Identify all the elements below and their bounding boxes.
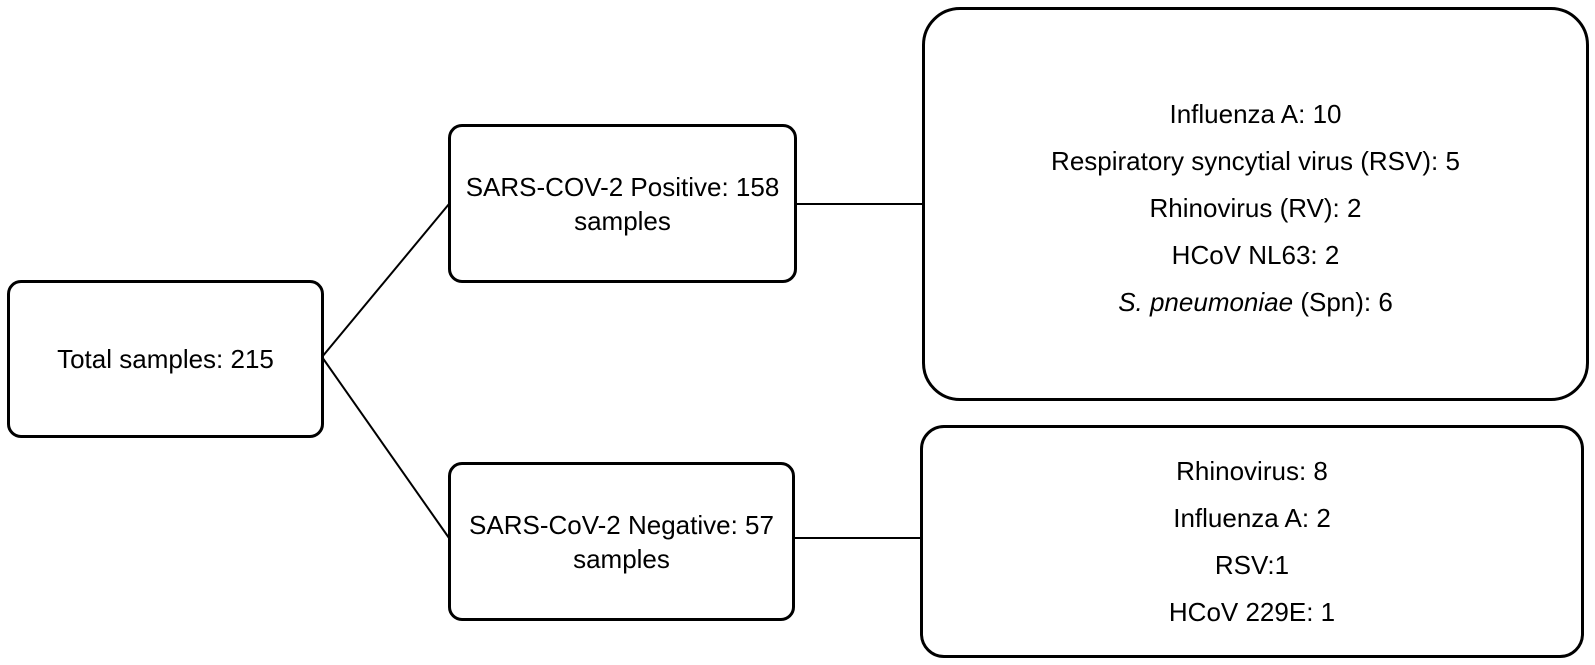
negative-coinfections-box: Rhinovirus: 8 Influenza A: 2 RSV:1 HCoV … (920, 425, 1584, 658)
spn-species-name: S. pneumoniae (1118, 286, 1294, 317)
negative-label-line1: SARS-CoV-2 Negative: 57 (469, 509, 774, 540)
negative-coinfection-item: Rhinovirus: 8 (1176, 455, 1328, 486)
positive-coinfections-box: Influenza A: 10 Respiratory syncytial vi… (922, 7, 1589, 401)
positive-label-line1: SARS-COV-2 Positive: 158 (465, 171, 780, 202)
total-samples-box: Total samples: 215 (7, 280, 324, 438)
connector-total-to-positive (321, 203, 450, 358)
positive-coinfection-item: Influenza A: 10 (1169, 98, 1342, 129)
negative-coinfection-item: HCoV 229E: 1 (1168, 596, 1336, 627)
positive-coinfection-item: Respiratory syncytial virus (RSV): 5 (1051, 145, 1460, 176)
negative-label-line2: samples (573, 543, 670, 574)
connector-total-to-negative (321, 356, 450, 539)
positive-coinfection-item-spn: S. pneumoniae (Spn): 6 (1118, 279, 1393, 326)
positive-coinfection-item: HCoV NL63: 2 (1171, 239, 1340, 270)
positive-coinfection-item: Rhinovirus (RV): 2 (1149, 192, 1362, 223)
negative-coinfection-item: Influenza A: 2 (1173, 502, 1331, 533)
spn-count: (Spn): 6 (1293, 286, 1393, 317)
negative-coinfection-item: RSV:1 (1214, 549, 1290, 580)
sars-cov-2-negative-box: SARS-CoV-2 Negative: 57 samples (448, 462, 795, 621)
positive-label-line2: samples (574, 205, 671, 236)
total-samples-label: Total samples: 215 (57, 344, 274, 374)
sars-cov-2-positive-box: SARS-COV-2 Positive: 158 samples (448, 124, 797, 283)
